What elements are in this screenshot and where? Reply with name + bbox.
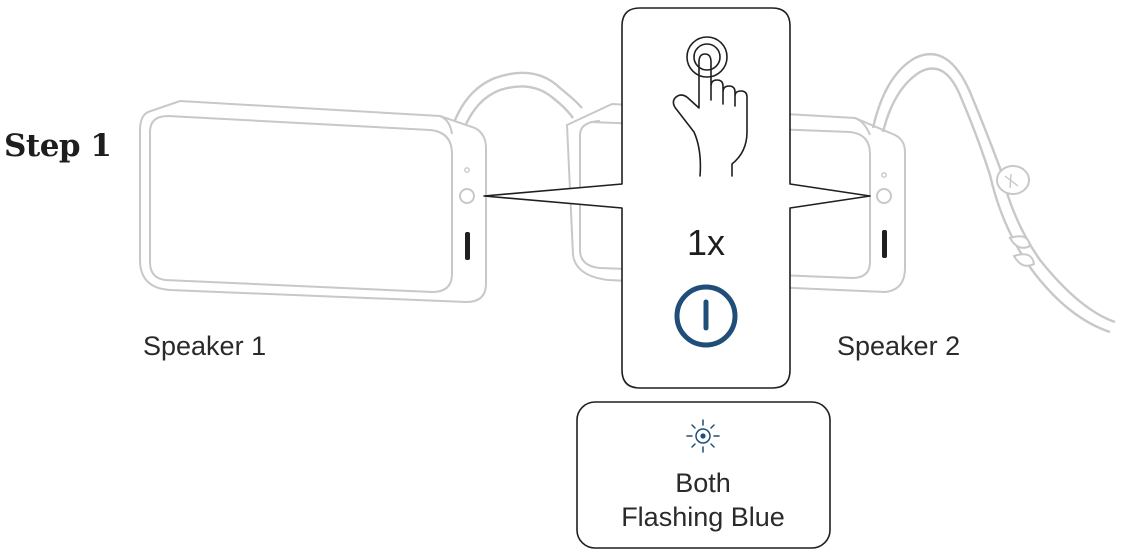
finger-tap-icon bbox=[672, 36, 748, 177]
speaker-2-label: Speaker 2 bbox=[837, 331, 961, 361]
speaker-1-illustration bbox=[139, 99, 487, 304]
speaker-1-strap bbox=[450, 71, 583, 135]
callout-panel bbox=[483, 7, 871, 389]
press-count: 1x bbox=[686, 222, 726, 263]
status-box bbox=[576, 401, 831, 549]
status-line-1: Both bbox=[675, 468, 731, 498]
status-line-2: Flashing Blue bbox=[621, 502, 785, 532]
power-icon bbox=[674, 284, 738, 348]
step-title: Step 1 bbox=[4, 128, 112, 164]
speaker-1-label: Speaker 1 bbox=[143, 331, 267, 361]
flashing-light-icon bbox=[686, 419, 720, 453]
